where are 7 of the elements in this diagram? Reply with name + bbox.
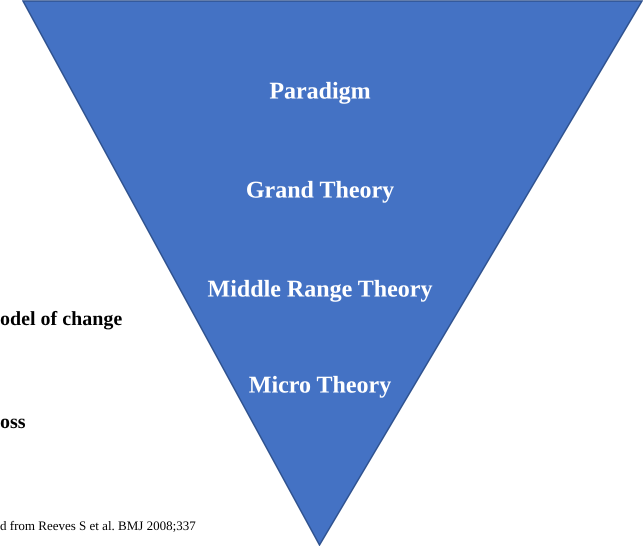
source-citation: d from Reeves S et al. BMJ 2008;337	[0, 518, 196, 534]
cut-off-heading-text: oss	[0, 411, 26, 434]
cut-off-heading-text: odel of change	[0, 308, 122, 331]
level-label: Grand Theory	[246, 178, 394, 204]
level-label: Paradigm	[269, 78, 371, 106]
level-label: Middle Range Theory	[208, 276, 432, 304]
level-label: Micro Theory	[248, 372, 392, 400]
